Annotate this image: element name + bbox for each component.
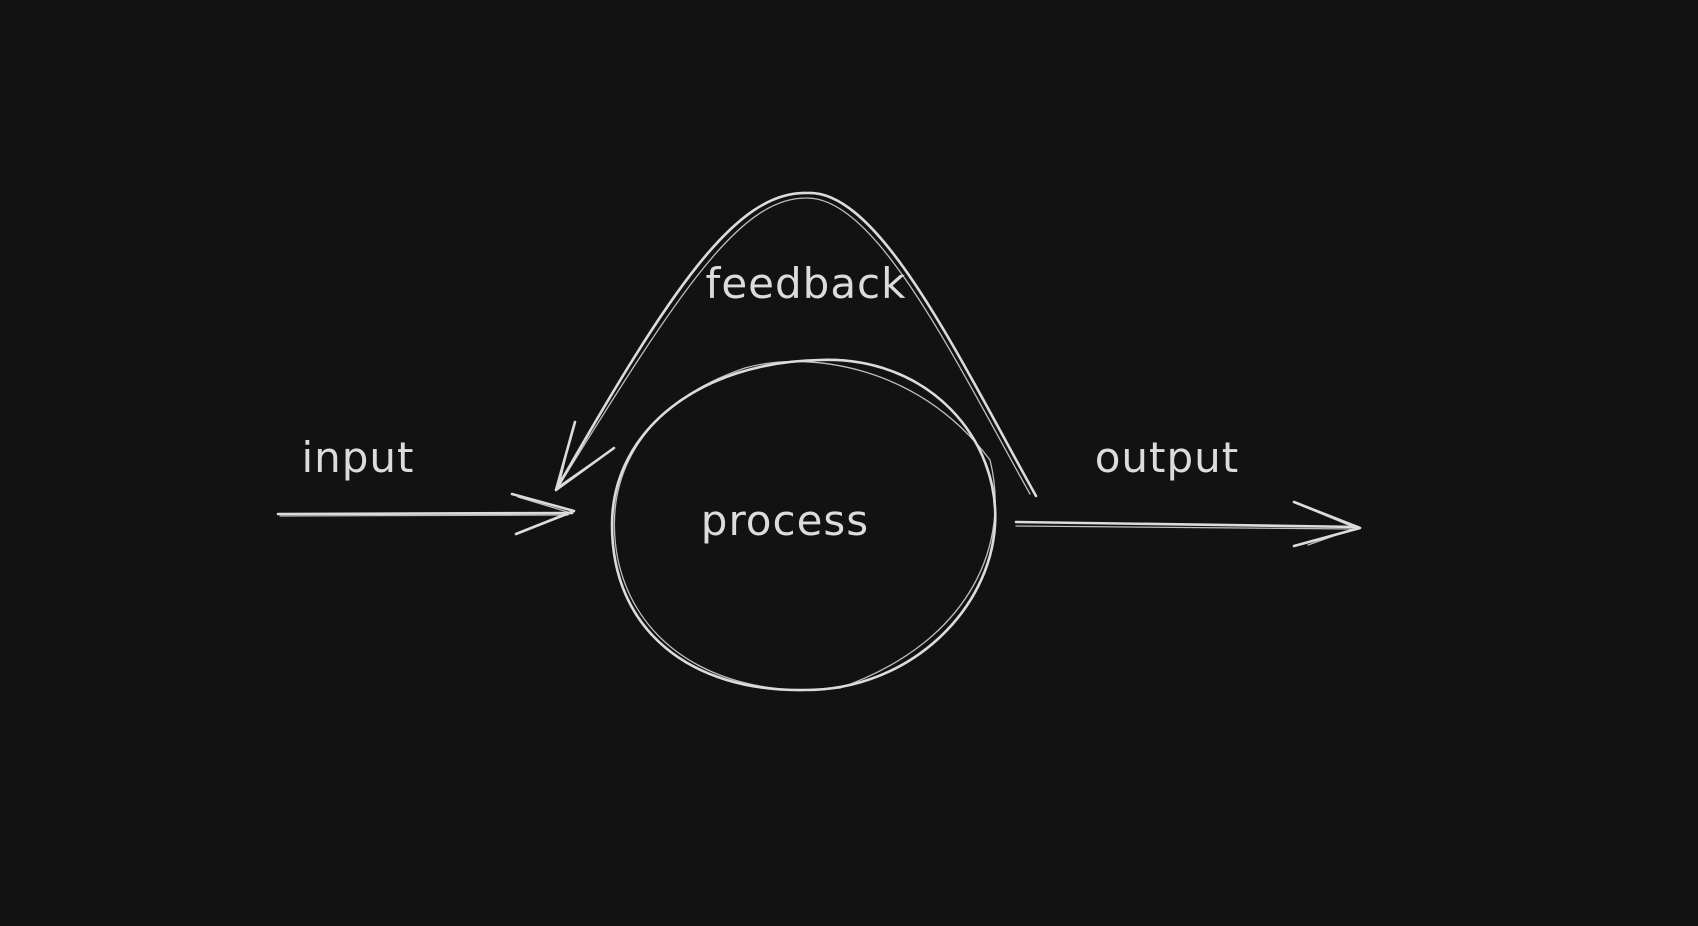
process-circle-overstroke xyxy=(613,360,996,691)
output-label: output xyxy=(1095,433,1240,482)
process-node[interactable]: process xyxy=(610,358,997,692)
input-arrow-shaft-overstroke xyxy=(279,514,569,517)
output-arrow[interactable] xyxy=(1014,500,1362,548)
output-arrow-shaft-overstroke xyxy=(1015,525,1355,530)
output-arrow-head xyxy=(1292,500,1362,548)
input-arrow-shaft xyxy=(276,511,574,516)
process-label: process xyxy=(701,496,869,545)
feedback-arrow-head xyxy=(554,420,616,492)
input-arrow-head-overstroke xyxy=(517,496,572,533)
feedback-arrow-curve-overstroke xyxy=(559,197,1031,495)
feedback-arrow-head-overstroke xyxy=(558,429,609,487)
output-arrow-shaft xyxy=(1014,520,1360,529)
input-arrow[interactable] xyxy=(276,492,576,536)
output-arrow-head-overstroke xyxy=(1299,504,1357,546)
feedback-arrow-curve xyxy=(554,191,1038,498)
feedback-arrow[interactable] xyxy=(554,191,1038,498)
input-label: input xyxy=(301,433,414,482)
feedback-label: feedback xyxy=(706,259,907,308)
